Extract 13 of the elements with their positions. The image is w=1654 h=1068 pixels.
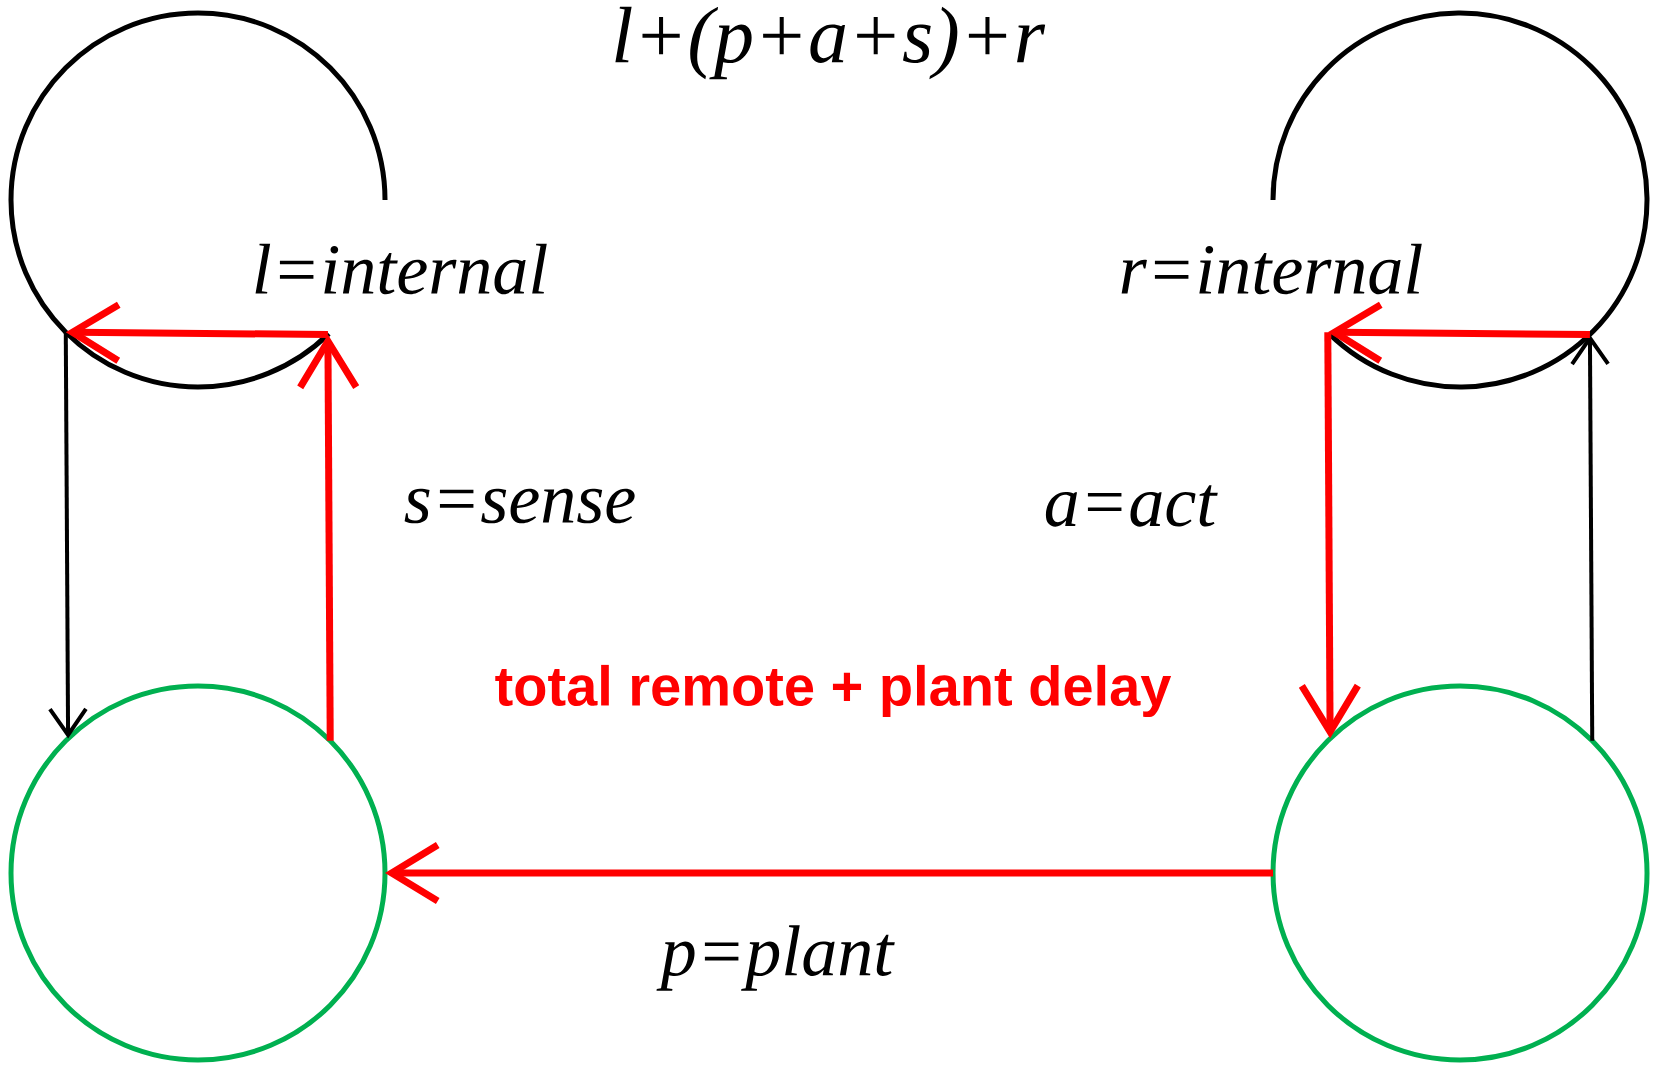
arrow bbox=[65, 301, 328, 364]
edge-label: s=sense bbox=[401, 486, 639, 526]
edge-label: p=plant bbox=[656, 923, 896, 993]
edge-label: l=internal bbox=[249, 241, 551, 297]
title-formula: l+(p+a+s)+r bbox=[615, 6, 1046, 80]
edge-label: a=act bbox=[1041, 483, 1219, 529]
circle-node bbox=[8, 683, 388, 1063]
arrow bbox=[1570, 334, 1610, 741]
annotation-label: total remote + plant delay bbox=[495, 664, 1172, 718]
edge-label: r=internal bbox=[1116, 241, 1426, 297]
circle-node bbox=[1270, 683, 1650, 1063]
arrow bbox=[48, 332, 88, 739]
arrow bbox=[1298, 332, 1361, 739]
